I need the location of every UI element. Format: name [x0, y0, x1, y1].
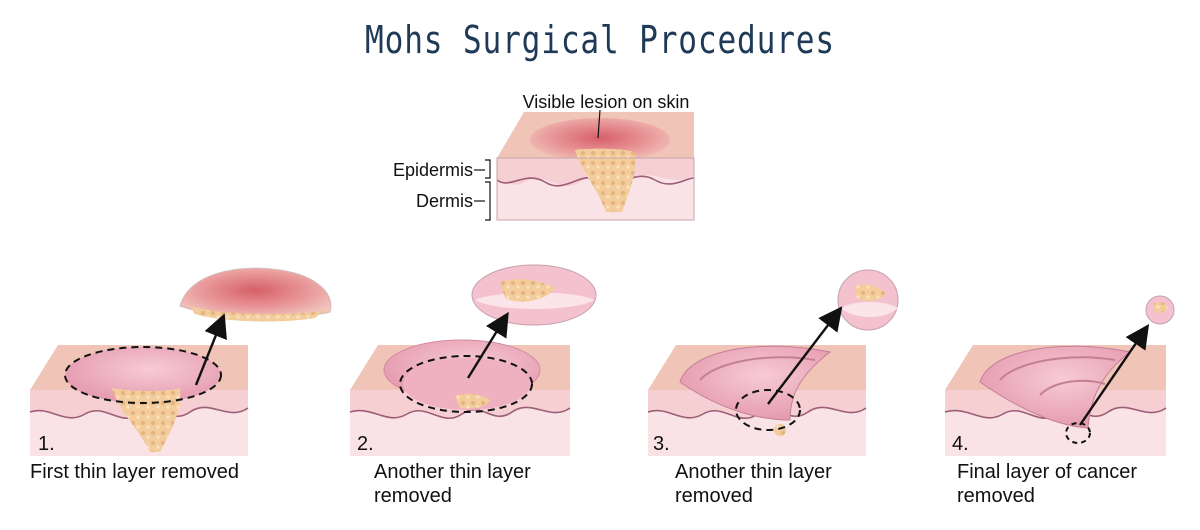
- step-4-arrow: [1079, 324, 1150, 426]
- step-1-removed-layer: [179, 267, 332, 322]
- step-3-caption-line1: Another thin layer: [675, 461, 832, 483]
- step-4-caption-line2: removed: [957, 485, 1035, 507]
- step-1-arrow: [194, 313, 227, 386]
- epidermis-bracket: [485, 159, 491, 179]
- step-2-diagram: [349, 339, 571, 456]
- step-3-diagram: [647, 345, 867, 456]
- dermis-bracket: [485, 181, 491, 221]
- step-2-removed-layer: [471, 264, 597, 326]
- tumor: [575, 148, 636, 212]
- step-1-caption: First thin layer removed: [30, 461, 239, 483]
- step-1-diagram: [29, 345, 249, 456]
- step-2-number: 2.: [357, 433, 374, 455]
- lesion-leader-line: [597, 109, 601, 139]
- step-4-number: 4.: [952, 433, 969, 455]
- step-3-caption-line2: removed: [675, 485, 753, 507]
- visible-lesion: [530, 118, 670, 162]
- step-3-removed-layer: [837, 269, 899, 331]
- step-4-diagram: [944, 345, 1167, 456]
- epidermis-label: Epidermis: [393, 160, 473, 180]
- step-2-caption-line1: Another thin layer: [374, 461, 531, 483]
- step-4-caption-line1: Final layer of cancer: [957, 461, 1137, 483]
- step-4-removed-layer: [1145, 295, 1175, 325]
- lesion-label: Visible lesion on skin: [523, 92, 690, 112]
- step-3-number: 3.: [653, 433, 670, 455]
- step-2-arrow: [466, 311, 509, 379]
- top-skin-block: [496, 112, 695, 221]
- page-title: Mohs Surgical Procedures: [365, 18, 835, 62]
- step-3-arrow: [767, 306, 843, 405]
- dermis-label: Dermis: [416, 191, 473, 211]
- step-2-caption-line2: removed: [374, 485, 452, 507]
- step-1-number: 1.: [38, 433, 55, 455]
